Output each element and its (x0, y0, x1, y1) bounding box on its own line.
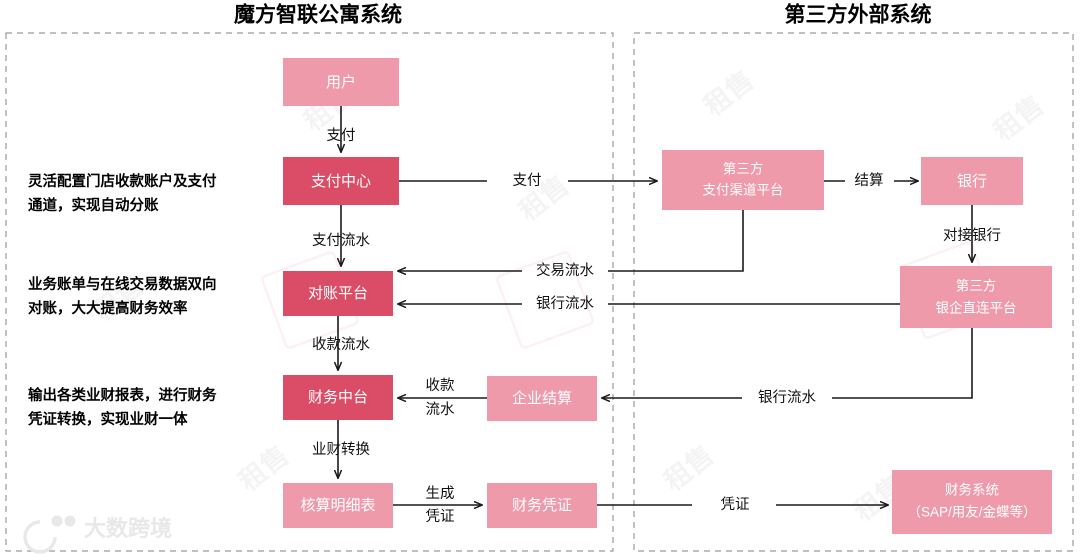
side-note-line: 输出各类业财报表，进行财务 (28, 386, 217, 404)
node-label: 支付中心 (311, 173, 371, 190)
node-reconcile-platform[interactable]: 对账平台 (283, 271, 393, 316)
edge-bank-flow-right-path (832, 328, 973, 399)
edges-layer (338, 106, 972, 505)
node-bank[interactable]: 银行 (921, 157, 1023, 205)
edge-label-voucher: 凭证 (721, 496, 750, 513)
panel-internal-system (5, 32, 614, 552)
edge-label-pay-external: 支付 (513, 172, 542, 189)
side-note-line: 业务账单与在线交易数据双向 (28, 275, 217, 293)
edge-label-bank-flow-right: 银行流水 (758, 389, 816, 406)
side-note-payment: 灵活配置门店收款账户及支付 通道，实现自动分账 (28, 172, 217, 214)
node-bank-direct-platform[interactable]: 第三方 银企直连平台 (900, 266, 1052, 328)
edge-label-bank-connect: 对接银行 (943, 227, 1001, 244)
node-finance-system[interactable]: 财务系统 （SAP/用友/金蝶等） (892, 470, 1052, 534)
edge-label-receipt-flow: 收款流水 (312, 336, 370, 353)
edge-label-settle: 结算 (855, 172, 884, 189)
side-note-line: 凭证转换，实现业财一体 (27, 410, 188, 428)
node-label: 用户 (326, 74, 356, 91)
edge-label-receipt-flow-2: 流水 (426, 401, 455, 418)
brand-logo-icon (23, 515, 76, 554)
panel-title-internal: 魔方智联公寓系统 (234, 3, 402, 27)
panel-title-external: 第三方外部系统 (785, 3, 932, 27)
side-note-finance: 输出各类业财报表，进行财务 凭证转换，实现业财一体 (27, 386, 217, 428)
watermark-diagonal: 租售 (988, 89, 1050, 147)
node-finance-middle[interactable]: 财务中台 (283, 375, 393, 420)
node-label: 财务凭证 (512, 497, 572, 514)
watermark-diagonal: 租售 (658, 439, 720, 497)
node-label: 财务中台 (308, 389, 368, 406)
node-accounting-detail[interactable]: 核算明细表 (283, 483, 393, 528)
node-label: 银企直连平台 (936, 300, 1017, 316)
node-payment-center[interactable]: 支付中心 (283, 157, 399, 205)
node-label: 第三方 (956, 278, 997, 294)
node-label: 对账平台 (308, 285, 368, 302)
node-label: 企业结算 (512, 389, 572, 407)
node-label: 支付渠道平台 (703, 183, 784, 198)
edge-label-trade-flow: 交易流水 (536, 261, 594, 279)
edge-labels-layer: 支付 支付 结算 对接银行 支付流水 交易流水 银行流水 收款流水 收款 流水 … (312, 127, 1001, 525)
side-note-line: 灵活配置门店收款账户及支付 (28, 172, 217, 190)
edge-label-gen-voucher: 生成 (426, 485, 455, 502)
node-user[interactable]: 用户 (283, 58, 399, 106)
edge-label-gen-voucher: 凭证 (426, 508, 455, 525)
brand-watermark-text: 大数跨境 (84, 516, 172, 541)
watermark-diagonal: 租售 (698, 64, 760, 122)
panel-external-system (633, 32, 1074, 552)
node-label: 财务系统 (945, 483, 999, 498)
node-label: 第三方 (723, 161, 764, 177)
brand-watermark: 大数跨境 (23, 515, 172, 554)
side-note-reconcile: 业务账单与在线交易数据双向 对账，大大提高财务效率 (28, 275, 217, 317)
edge-label-pay-flow: 支付流水 (312, 232, 370, 249)
edge-label-biz-fin: 业财转换 (312, 441, 370, 458)
node-label: 核算明细表 (300, 496, 375, 514)
node-enterprise-settle[interactable]: 企业结算 (487, 376, 597, 421)
edge-trade-flow-path (608, 210, 744, 272)
node-finance-voucher[interactable]: 财务凭证 (487, 483, 597, 528)
side-note-line: 对账，大大提高财务效率 (28, 299, 188, 317)
node-label: （SAP/用友/金蝶等） (907, 504, 1036, 520)
watermark-stamp (496, 251, 594, 349)
edge-label-bank-flow-mid: 银行流水 (536, 295, 594, 312)
node-third-party-pay-channel[interactable]: 第三方 支付渠道平台 (662, 150, 824, 210)
edge-label-receipt-flow-2: 收款 (426, 377, 455, 394)
node-label: 银行 (957, 173, 987, 190)
side-note-line: 通道，实现自动分账 (28, 196, 159, 214)
edge-label-pay-user: 支付 (327, 127, 356, 144)
